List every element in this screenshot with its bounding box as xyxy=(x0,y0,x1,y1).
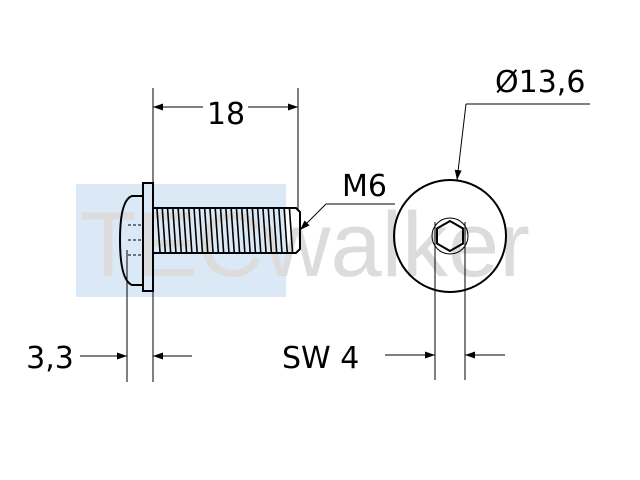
socket-size-dimension: SW 4 xyxy=(282,222,505,380)
thread-line xyxy=(182,208,188,253)
thread-line xyxy=(172,208,177,253)
screw-head-dome xyxy=(118,195,143,286)
thread-line xyxy=(161,208,167,253)
hex-socket xyxy=(436,219,464,253)
thread-line xyxy=(203,208,209,253)
thread-line xyxy=(188,208,193,253)
socket-size-label: SW 4 xyxy=(282,341,359,376)
thread-callout: M6 xyxy=(299,169,395,231)
thread-line xyxy=(225,208,230,253)
thread-line xyxy=(241,208,246,253)
thread-line xyxy=(156,208,161,253)
thread-label: M6 xyxy=(342,169,387,204)
thread-line xyxy=(166,208,172,253)
screw-flange xyxy=(142,182,154,292)
thread-line xyxy=(230,208,235,253)
length-label: 18 xyxy=(207,97,245,132)
screw-side-view xyxy=(118,182,301,292)
head-circle xyxy=(393,179,507,293)
thread-line xyxy=(288,208,294,253)
screw-thread-shank xyxy=(153,207,301,254)
thread-line xyxy=(235,208,241,253)
thread-line xyxy=(256,208,262,253)
head-diameter-label: Ø13,6 xyxy=(495,65,585,100)
head-height-label: 3,3 xyxy=(26,341,74,376)
thread-line xyxy=(262,208,267,253)
head-height-dimension: 3,3 xyxy=(26,250,192,382)
thread-line xyxy=(209,208,214,253)
thread-line xyxy=(283,208,288,253)
thread-line xyxy=(246,208,251,253)
thread-line xyxy=(219,208,225,253)
watermark-logo: TECwalker xyxy=(76,184,530,297)
thread-line xyxy=(278,208,283,253)
screw-front-view xyxy=(393,179,507,293)
thread-lines xyxy=(156,208,294,253)
thread-line xyxy=(251,208,257,253)
thread-line xyxy=(214,208,220,253)
thread-line xyxy=(193,208,198,253)
socket-circle xyxy=(431,217,469,255)
watermark-text: TECwalker xyxy=(80,194,530,296)
head-diameter-callout: Ø13,6 xyxy=(454,65,590,181)
thread-line xyxy=(177,208,182,253)
thread-line xyxy=(198,208,204,253)
length-dimension: 18 xyxy=(152,88,299,210)
thread-line xyxy=(267,208,273,253)
thread-line xyxy=(272,208,278,253)
